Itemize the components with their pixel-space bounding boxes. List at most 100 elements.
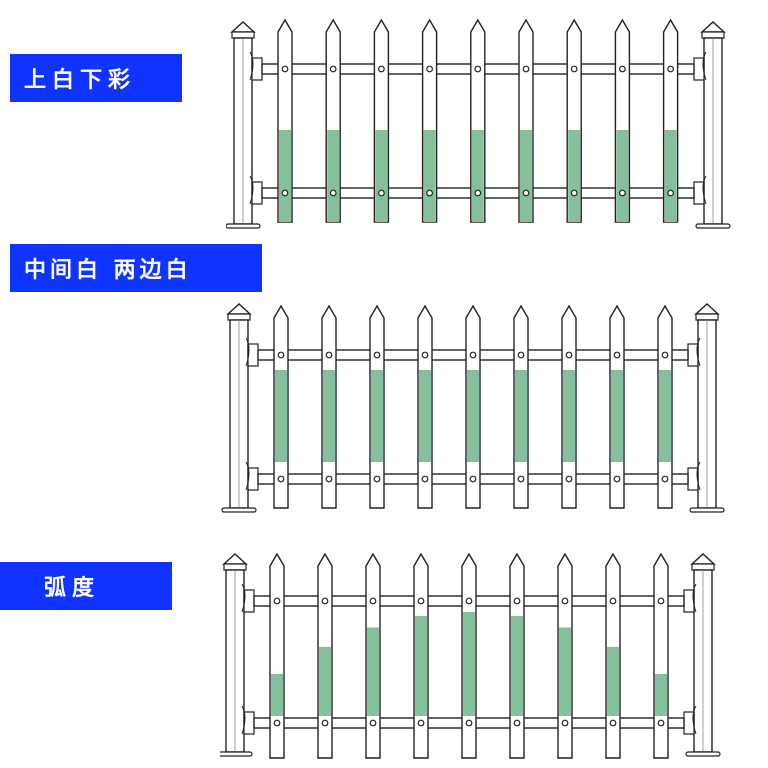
- picket-bolt: [465, 597, 473, 605]
- rail-bracket: [687, 467, 699, 491]
- bracket-curve: [692, 583, 697, 613]
- picket: [561, 304, 577, 509]
- picket-bolt: [281, 189, 289, 197]
- picket-color-band: [511, 615, 523, 716]
- picket-bolt: [417, 719, 425, 727]
- picket-bolt: [522, 65, 530, 73]
- post-cap: [226, 303, 252, 315]
- rail-bracket: [251, 181, 263, 205]
- picket-bolt: [513, 597, 521, 605]
- bracket-curve: [696, 461, 701, 491]
- picket-bolt: [474, 189, 482, 197]
- style-label-text: 弧度: [44, 576, 101, 601]
- post-foot: [689, 507, 725, 513]
- picket: [369, 304, 385, 509]
- picket-bolt: [561, 597, 569, 605]
- picket-color-band: [467, 370, 479, 462]
- picket-bolt: [273, 597, 281, 605]
- rail-bracket: [247, 343, 259, 367]
- picket-color-band: [607, 646, 619, 716]
- style-label-text: 中间白 两边白: [24, 258, 192, 283]
- picket-bolt: [373, 475, 381, 483]
- picket-bolt: [369, 719, 377, 727]
- post-collar: [231, 31, 255, 39]
- picket-bolt: [417, 597, 425, 605]
- picket-color-band: [568, 130, 581, 222]
- picket-color-band: [419, 370, 431, 462]
- picket: [566, 18, 582, 223]
- picket-color-band: [423, 130, 436, 222]
- picket-color-band: [659, 370, 671, 462]
- picket-bolt: [426, 65, 434, 73]
- post-foot: [221, 507, 257, 513]
- picket-bolt: [325, 475, 333, 483]
- post-collar: [227, 313, 251, 321]
- picket: [269, 552, 285, 759]
- picket: [614, 18, 631, 223]
- picket: [470, 18, 486, 223]
- picket-bolt: [517, 351, 525, 359]
- picket: [513, 304, 529, 509]
- picket-color-band: [471, 130, 484, 222]
- picket-bolt: [465, 719, 473, 727]
- bracket-curve: [249, 51, 254, 81]
- picket: [365, 552, 381, 759]
- picket-bolt: [377, 65, 385, 73]
- picket: [657, 304, 673, 509]
- bracket-curve: [241, 705, 246, 735]
- rail-bracket: [247, 467, 259, 491]
- right-post: [683, 553, 721, 757]
- fence-drawing-3: [220, 552, 721, 759]
- picket-bolt: [657, 719, 665, 727]
- picket-bolt: [273, 719, 281, 727]
- post-collar: [701, 31, 725, 39]
- picket-bolt: [474, 65, 482, 73]
- picket-color-band: [279, 130, 291, 222]
- post-cap: [694, 303, 720, 315]
- picket-bolt: [565, 475, 573, 483]
- picket-color-band: [375, 130, 388, 222]
- picket-color-band: [611, 370, 623, 462]
- bracket-curve: [245, 337, 250, 367]
- picket-color-band: [319, 646, 331, 716]
- picket-bolt: [517, 475, 525, 483]
- picket-bolt: [565, 351, 573, 359]
- fence-drawing-1: [226, 18, 731, 229]
- picket-bolt: [661, 351, 669, 359]
- picket-bolt: [426, 189, 434, 197]
- picket-color-band: [271, 674, 283, 716]
- picket: [518, 18, 534, 223]
- rail-bracket: [683, 711, 695, 735]
- picket-bolt: [277, 475, 285, 483]
- rail-bracket: [683, 589, 695, 613]
- bracket-curve: [702, 51, 707, 81]
- picket-bolt: [613, 351, 621, 359]
- picket-color-band: [664, 130, 677, 222]
- picket: [662, 18, 679, 223]
- picket: [509, 552, 525, 759]
- style-label-text: 上白下彩: [24, 68, 137, 93]
- picket: [413, 552, 429, 759]
- picket-color-band: [655, 674, 667, 716]
- right-post: [693, 21, 731, 229]
- picket-bolt: [561, 719, 569, 727]
- post-cap: [700, 21, 726, 33]
- style-label-1: 上白下彩: [10, 54, 182, 102]
- picket-color-band: [275, 370, 287, 462]
- picket-bolt: [513, 719, 521, 727]
- picket: [465, 304, 481, 509]
- bracket-curve: [702, 175, 707, 205]
- picket: [653, 552, 669, 759]
- picket: [325, 18, 341, 223]
- picket-bolt: [619, 65, 626, 73]
- post-foot: [695, 223, 731, 229]
- picket-bolt: [325, 351, 333, 359]
- picket-color-band: [515, 370, 527, 462]
- picket-color-band: [323, 370, 335, 462]
- post-cap: [222, 553, 248, 565]
- picket-bolt: [661, 475, 669, 483]
- picket-bolt: [522, 189, 530, 197]
- post-cap: [690, 553, 716, 565]
- rail-bracket: [687, 343, 699, 367]
- picket: [605, 552, 621, 759]
